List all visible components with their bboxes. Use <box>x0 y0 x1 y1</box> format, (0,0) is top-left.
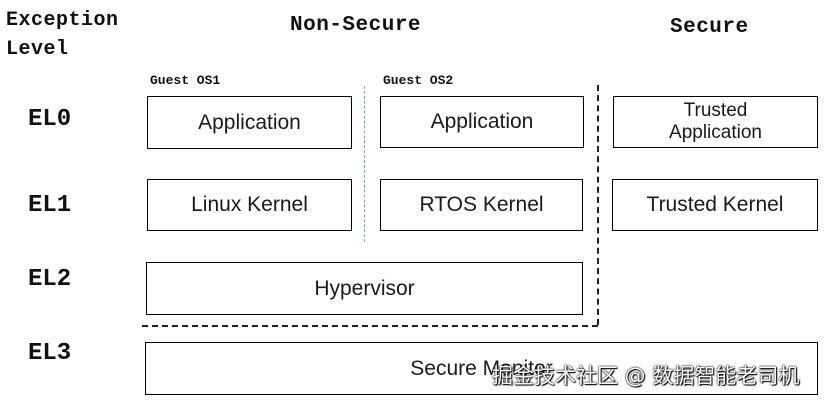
rtos-kernel-label: RTOS Kernel <box>419 193 544 216</box>
secure-boundary-horizontal-line <box>142 325 598 327</box>
guest-os1-label: Guest OS1 <box>150 73 221 88</box>
rtos-kernel-box: RTOS Kernel <box>380 179 583 231</box>
guest-divider-line <box>364 86 365 242</box>
secure-boundary-vertical-line <box>597 85 599 325</box>
trusted-kernel-label: Trusted Kernel <box>646 193 784 216</box>
hypervisor-box: Hypervisor <box>146 262 583 315</box>
hypervisor-label: Hypervisor <box>314 276 415 300</box>
exception-level-header-line1: Exception <box>6 9 119 32</box>
exception-level-header: Exception Level <box>6 6 119 64</box>
trusted-application-label-line2: Application <box>669 122 762 143</box>
guest-os2-label: Guest OS2 <box>383 73 454 88</box>
linux-kernel-label: Linux Kernel <box>191 193 308 216</box>
el0-label: EL0 <box>28 106 72 133</box>
guest1-application-box: Application <box>147 96 352 149</box>
secure-monitor-label: Secure Monitor <box>410 356 553 380</box>
secure-monitor-box: Secure Monitor <box>145 342 818 395</box>
watermark-text: 掘金技术社区 @ 数据智能老司机 <box>492 364 800 388</box>
trusted-application-label-line1: Trusted <box>683 100 748 121</box>
el3-label: EL3 <box>28 340 72 367</box>
guest2-application-box: Application <box>380 96 584 148</box>
el2-label: EL2 <box>28 266 72 293</box>
guest1-application-label: Application <box>198 110 301 134</box>
linux-kernel-box: Linux Kernel <box>147 179 352 231</box>
secure-header: Secure <box>670 16 749 39</box>
exception-level-header-line2: Level <box>6 38 69 61</box>
non-secure-header: Non-Secure <box>290 14 422 37</box>
el1-label: EL1 <box>28 192 72 219</box>
trusted-application-box: Trusted Application <box>613 96 818 148</box>
trusted-kernel-box: Trusted Kernel <box>612 179 818 231</box>
guest2-application-label: Application <box>430 110 534 133</box>
